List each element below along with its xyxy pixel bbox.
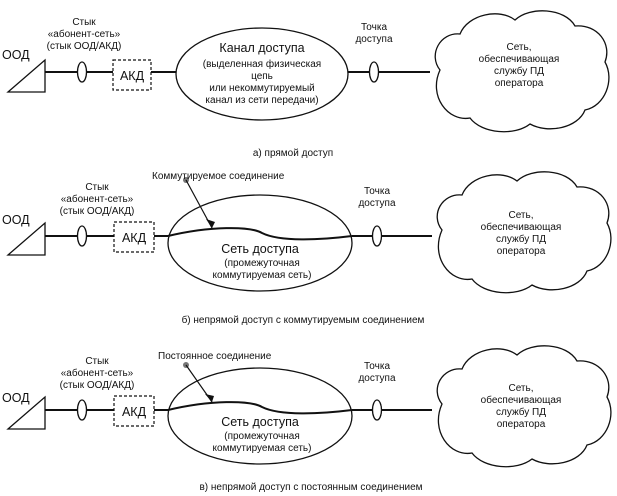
channel-title: Канал доступа <box>219 41 304 55</box>
operator-network-cloud <box>436 171 612 294</box>
svg-text:(промежуточная: (промежуточная <box>224 258 300 269</box>
caption-a: а) прямой доступ <box>253 148 333 159</box>
operator-network-label: Сеть, обеспечивающая службу ПД оператора <box>481 210 562 257</box>
svg-text:(стык ООД/АКД): (стык ООД/АКД) <box>60 380 135 391</box>
access-point-label: Точка доступа <box>358 186 396 209</box>
junction-label: Стык «абонент-сеть» (стык ООД/АКД) <box>60 356 135 391</box>
svg-text:Точка: Точка <box>364 361 390 372</box>
svg-text:Стык: Стык <box>85 356 109 367</box>
access-point-label: Точка доступа <box>355 22 393 45</box>
svg-text:или некоммутируемый: или некоммутируемый <box>209 83 315 94</box>
access-point-marker <box>371 225 383 247</box>
access-point-marker <box>368 61 380 83</box>
svg-text:оператора: оператора <box>497 419 546 430</box>
caption-b: б) непрямой доступ с коммутируемым соеди… <box>182 314 425 326</box>
svg-text:доступа: доступа <box>358 373 396 384</box>
access-network <box>167 367 353 465</box>
connection-label: Коммутируемое соединение <box>152 171 285 182</box>
operator-network-label: Сеть, обеспечивающая службу ПД оператора <box>481 383 562 430</box>
panel-switched-access: ООД Стык «абонент-сеть» (стык ООД/АКД) А… <box>2 171 612 326</box>
svg-text:(промежуточная: (промежуточная <box>224 431 300 442</box>
ood-terminal: ООД <box>2 213 46 256</box>
svg-text:Стык: Стык <box>85 182 109 193</box>
junction-point <box>76 399 88 421</box>
access-channel <box>175 27 349 121</box>
operator-network-cloud <box>436 345 612 468</box>
akd-label: АКД <box>122 405 147 419</box>
svg-text:доступа: доступа <box>358 198 396 209</box>
akd-box <box>113 395 155 427</box>
ood-terminal: ООД <box>2 391 46 430</box>
svg-text:доступа: доступа <box>355 34 393 45</box>
network-title: Сеть доступа <box>221 242 299 256</box>
svg-text:оператора: оператора <box>495 78 544 89</box>
svg-text:Стык: Стык <box>72 17 96 28</box>
leased-path <box>167 401 353 415</box>
svg-text:Сеть,: Сеть, <box>508 210 533 221</box>
ood-terminal: ООД <box>2 48 46 93</box>
svg-text:(стык ООД/АКД): (стык ООД/АКД) <box>60 206 135 217</box>
akd-label: АКД <box>122 231 147 245</box>
svg-text:«абонент-сеть»: «абонент-сеть» <box>61 193 134 205</box>
svg-text:коммутируемая сеть): коммутируемая сеть) <box>213 270 312 281</box>
svg-text:Сеть,: Сеть, <box>506 42 531 53</box>
svg-text:обеспечивающая: обеспечивающая <box>479 53 560 65</box>
junction-point <box>76 61 88 83</box>
ood-label: ООД <box>2 213 30 227</box>
svg-text:«абонент-сеть»: «абонент-сеть» <box>61 367 134 379</box>
operator-network-label: Сеть, обеспечивающая службу ПД оператора <box>479 42 560 89</box>
svg-text:службу ПД: службу ПД <box>496 406 546 418</box>
svg-text:(стык ООД/АКД): (стык ООД/АКД) <box>47 41 122 52</box>
junction-point <box>76 225 88 247</box>
connection-arrowhead <box>205 394 214 402</box>
svg-text:Точка: Точка <box>361 22 387 33</box>
svg-text:службу ПД: службу ПД <box>494 65 544 77</box>
svg-text:обеспечивающая: обеспечивающая <box>481 394 562 406</box>
panel-direct-access: ООД Стык «абонент-сеть» (стык ООД/АКД) А… <box>2 10 610 159</box>
akd-label: АКД <box>120 69 145 83</box>
svg-text:Точка: Точка <box>364 186 390 197</box>
caption-c: в) непрямой доступ с постоянным соединен… <box>199 482 422 493</box>
svg-text:«абонент-сеть»: «абонент-сеть» <box>48 28 121 40</box>
svg-text:(выделенная физическая: (выделенная физическая <box>203 58 321 70</box>
svg-text:оператора: оператора <box>497 246 546 257</box>
panel-leased-access: ООД Стык «абонент-сеть» (стык ООД/АКД) А… <box>2 345 612 493</box>
ood-label: ООД <box>2 48 30 62</box>
svg-text:цепь: цепь <box>251 71 273 82</box>
connection-label: Постоянное соединение <box>158 351 272 362</box>
network-description: (промежуточная коммутируемая сеть) <box>213 431 312 454</box>
akd-box <box>112 59 152 91</box>
junction-label: Стык «абонент-сеть» (стык ООД/АКД) <box>47 17 122 52</box>
svg-text:обеспечивающая: обеспечивающая <box>481 221 562 233</box>
svg-text:Сеть,: Сеть, <box>508 383 533 394</box>
operator-network-cloud <box>434 10 610 133</box>
svg-text:службу ПД: службу ПД <box>496 233 546 245</box>
akd-box <box>113 221 155 253</box>
ood-label: ООД <box>2 391 30 405</box>
junction-label: Стык «абонент-сеть» (стык ООД/АКД) <box>60 182 135 217</box>
access-point-label: Точка доступа <box>358 361 396 384</box>
network-title: Сеть доступа <box>221 415 299 429</box>
svg-text:канал из сети передачи): канал из сети передачи) <box>205 95 318 106</box>
access-network <box>167 194 353 292</box>
channel-description: (выделенная физическая цепь или некоммут… <box>203 58 321 106</box>
switched-path <box>167 227 353 241</box>
connection-arrowhead <box>206 219 215 228</box>
access-point-marker <box>371 399 383 421</box>
svg-text:коммутируемая сеть): коммутируемая сеть) <box>213 443 312 454</box>
network-description: (промежуточная коммутируемая сеть) <box>213 258 312 281</box>
